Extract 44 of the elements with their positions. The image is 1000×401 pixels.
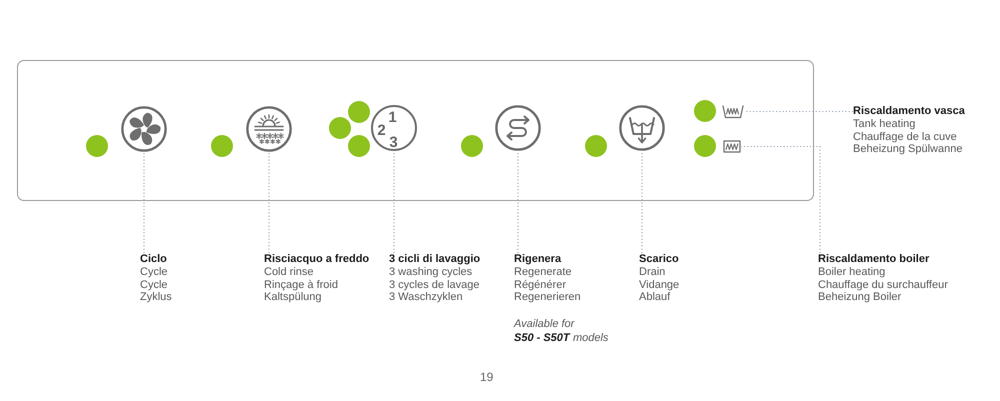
translation-text: 3 washing cycles: [389, 266, 474, 279]
function-heading: Scarico: [639, 253, 680, 266]
sun-and-snowflake-icon: [246, 106, 292, 152]
function-heading: Riscaldamento boiler: [818, 253, 930, 266]
translation-text: Boiler heating: [818, 266, 886, 279]
translation-text: Kaltspülung: [264, 291, 322, 304]
heating-element-icon: [723, 140, 741, 153]
translation-text: Drain: [639, 266, 666, 279]
dial-digit: 2: [377, 123, 386, 138]
translation-text: 3 cycles de lavage: [389, 278, 480, 292]
translation-text: Régénérer: [514, 278, 567, 292]
dial-digit: 3: [389, 134, 398, 150]
page-number: 19: [480, 370, 494, 384]
leader-line: [740, 146, 820, 254]
function-heading: Rigenera: [514, 253, 562, 266]
translation-text: Beheizung Spülwanne: [853, 143, 964, 156]
translation-text: Regenerate: [514, 266, 572, 279]
leader-line: [268, 152, 270, 254]
numbered-dial: [371, 105, 417, 151]
function-heading: Risciacquo a freddo: [264, 253, 370, 266]
translation-text: Chauffage du surchauffeur: [818, 278, 948, 292]
translation-text: Rinçage à froid: [264, 278, 339, 292]
basin-drain-icon: [619, 105, 665, 151]
translation-text: 3 Waschzyklen: [389, 291, 464, 304]
heated-basin-icon: [722, 104, 744, 119]
translation-text: Tank heating: [853, 118, 916, 131]
leader-line: [744, 111, 854, 112]
translation-text: Zyklus: [140, 291, 172, 304]
availability-note: Available for S50 - S50T models: [514, 318, 610, 346]
translation-text: Cold rinse: [264, 266, 315, 279]
fan-icon: [121, 106, 167, 152]
function-heading: Ciclo: [140, 253, 168, 266]
translation-text: Vidange: [639, 278, 680, 292]
control-panel: [17, 60, 814, 201]
translation-text: Cycle: [140, 266, 169, 279]
translation-text: Beheizung Boiler: [818, 291, 902, 304]
function-heading: Riscaldamento vasca: [853, 105, 965, 118]
translation-text: Ablauf: [639, 291, 672, 304]
s-arrows-icon: [495, 105, 541, 151]
function-heading: 3 cicli di lavaggio: [389, 253, 480, 266]
translation-text: Chauffage de la cuve: [853, 130, 958, 144]
translation-text: Cycle: [140, 278, 169, 292]
dial-digit: 1: [388, 110, 397, 125]
translation-text: Regenerieren: [514, 291, 581, 304]
